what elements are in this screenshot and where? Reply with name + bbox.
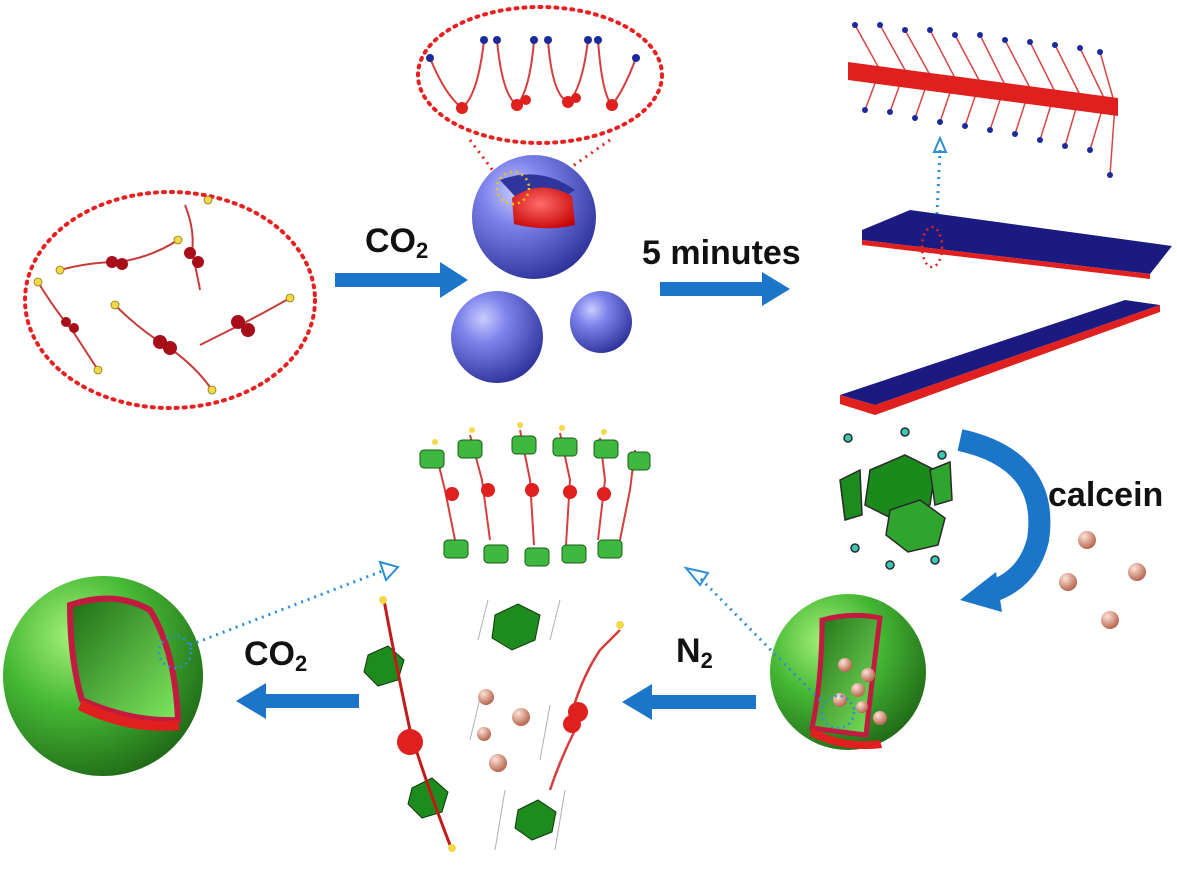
red-core xyxy=(512,187,575,229)
micelle-spheres xyxy=(416,5,664,383)
bent-bilayer-hostguest xyxy=(419,422,651,567)
label-co2-top: CO2 xyxy=(365,222,429,263)
pillararene-host xyxy=(839,427,953,570)
nanosheet-upper-edge xyxy=(862,240,1150,279)
surfactant-molecule xyxy=(37,204,291,391)
nanosheet-upper xyxy=(862,210,1172,274)
dotted-circle-blue xyxy=(820,694,856,730)
nanosheet-bilayer-zoom xyxy=(848,22,1118,178)
bilayer-tails xyxy=(426,36,640,62)
arrow-left-co2 xyxy=(236,683,359,719)
nanosheet-lower-edge-long xyxy=(875,305,1160,415)
blue-sphere-small xyxy=(570,291,632,353)
dotted-ellipse-red xyxy=(23,190,317,410)
label-calcein: calcein xyxy=(1048,476,1164,514)
green-vesicle-loaded xyxy=(770,594,926,750)
arrow-left-n2 xyxy=(622,684,756,720)
curved-arrow-calcein xyxy=(957,429,1051,612)
dotted-circle-blue-left xyxy=(157,634,193,670)
molecule-tail-yellow xyxy=(33,195,295,395)
bilayer-zoom-chains xyxy=(429,39,637,110)
blue-sphere-medium xyxy=(451,291,543,383)
dotted-circle-yellow xyxy=(495,170,531,206)
label-5-minutes: 5 minutes xyxy=(642,234,801,272)
molecule-head-red xyxy=(61,247,255,355)
nanosheet-stack xyxy=(840,22,1172,415)
dotted-ellipse-zoom xyxy=(416,5,664,145)
calcein-beads xyxy=(1059,531,1146,629)
free-components xyxy=(363,596,624,852)
arrow-right-5-minutes xyxy=(660,272,790,306)
molecule-cluster-left xyxy=(23,190,317,410)
arrow-right-co2 xyxy=(335,262,468,298)
nanosheet-lower xyxy=(840,300,1160,405)
green-vesicle-empty xyxy=(3,576,203,776)
bilayer-heads xyxy=(456,93,618,114)
label-n2: N2 xyxy=(676,632,713,673)
dotted-ellipse-sheet xyxy=(920,225,944,269)
label-co2-bottom: CO2 xyxy=(244,635,308,676)
nanosheet-lower-edge xyxy=(840,395,875,415)
